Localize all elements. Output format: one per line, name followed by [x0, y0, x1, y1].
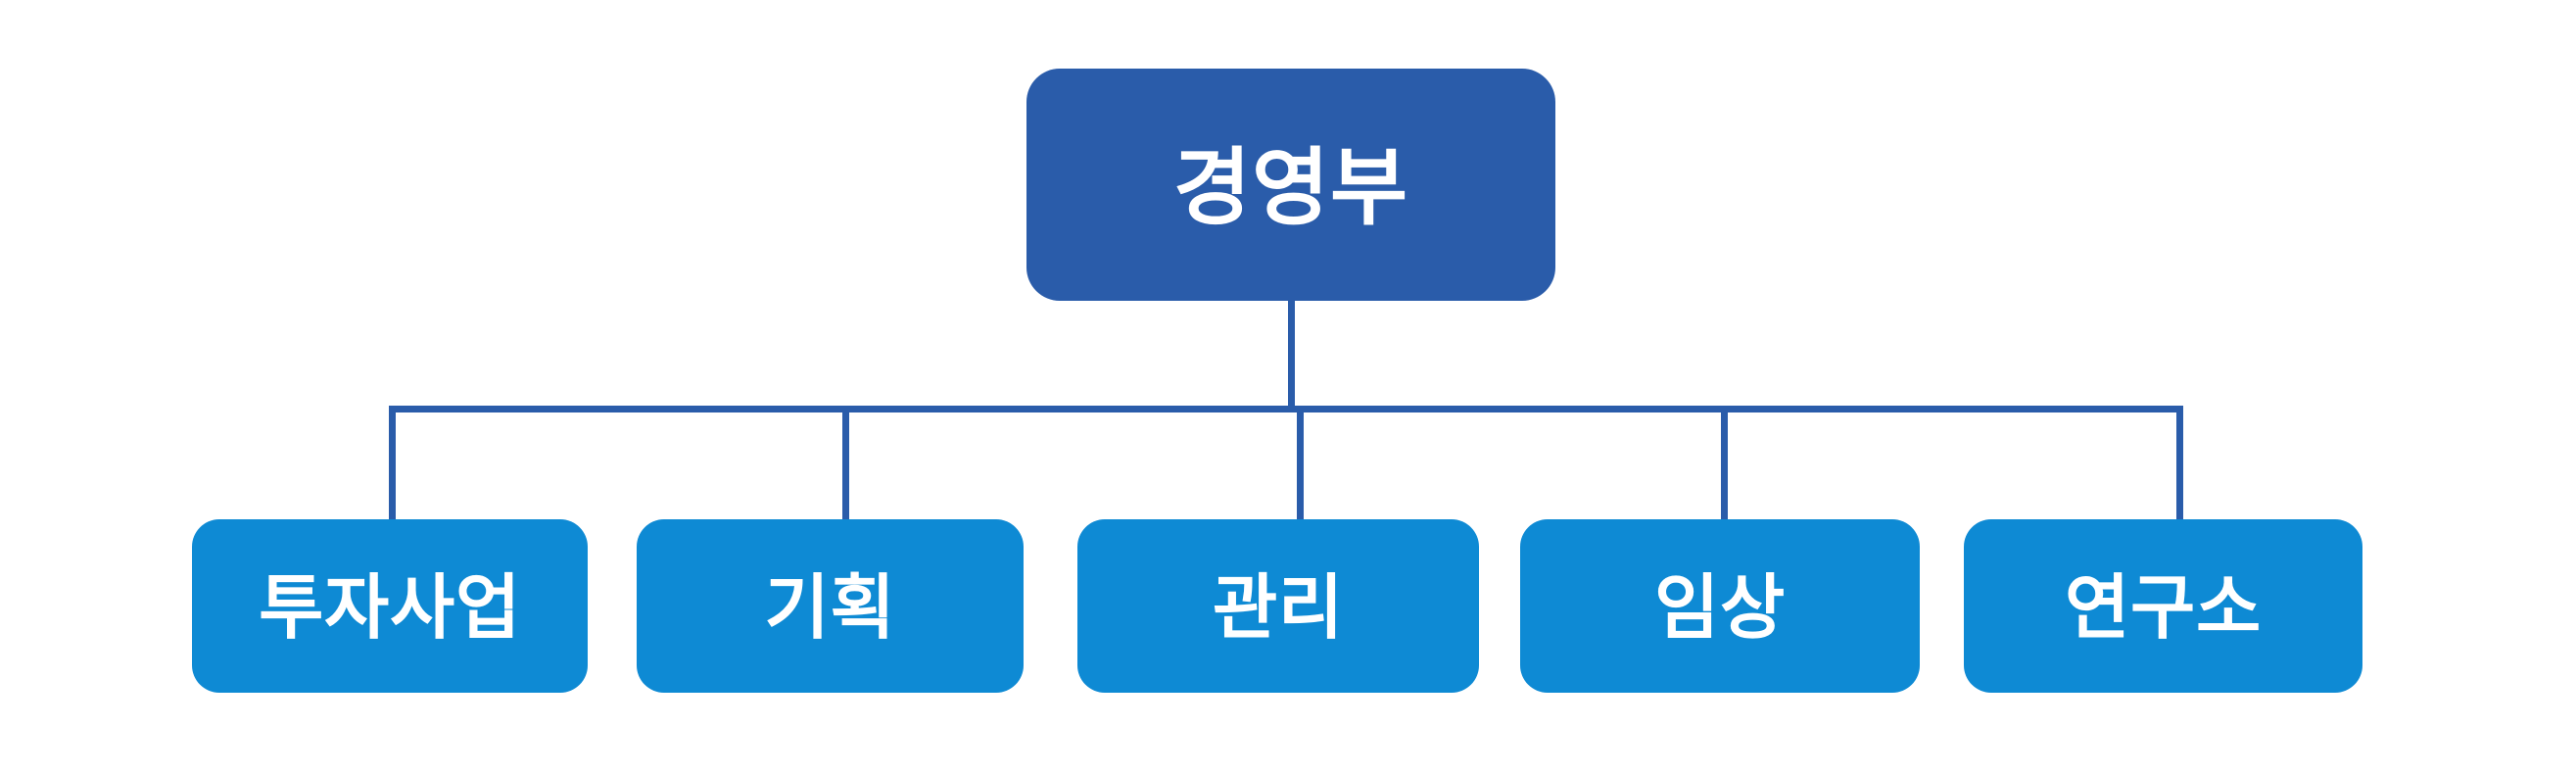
- connector-child-2: [842, 406, 849, 522]
- org-node-child-2-label: 기획: [764, 568, 896, 648]
- org-node-child-3[interactable]: 관리: [1077, 519, 1479, 693]
- org-node-child-3-label: 관리: [1213, 568, 1344, 648]
- org-node-root-label: 경영부: [1173, 140, 1408, 235]
- org-node-child-1[interactable]: 투자사업: [192, 519, 588, 693]
- org-node-child-2[interactable]: 기획: [637, 519, 1024, 693]
- org-node-child-4-label: 임상: [1654, 568, 1786, 648]
- connector-child-5: [2176, 406, 2183, 522]
- org-node-child-1-label: 투자사업: [259, 568, 521, 648]
- connector-root-stem: [1288, 301, 1295, 409]
- connector-horizontal-bus: [392, 406, 2181, 412]
- org-node-child-5-label: 연구소: [2065, 568, 2262, 648]
- org-node-child-5[interactable]: 연구소: [1964, 519, 2362, 693]
- org-node-root[interactable]: 경영부: [1026, 69, 1555, 301]
- connector-child-3: [1297, 406, 1304, 522]
- org-node-child-4[interactable]: 임상: [1520, 519, 1920, 693]
- connector-child-1: [389, 406, 396, 522]
- connector-child-4: [1721, 406, 1728, 522]
